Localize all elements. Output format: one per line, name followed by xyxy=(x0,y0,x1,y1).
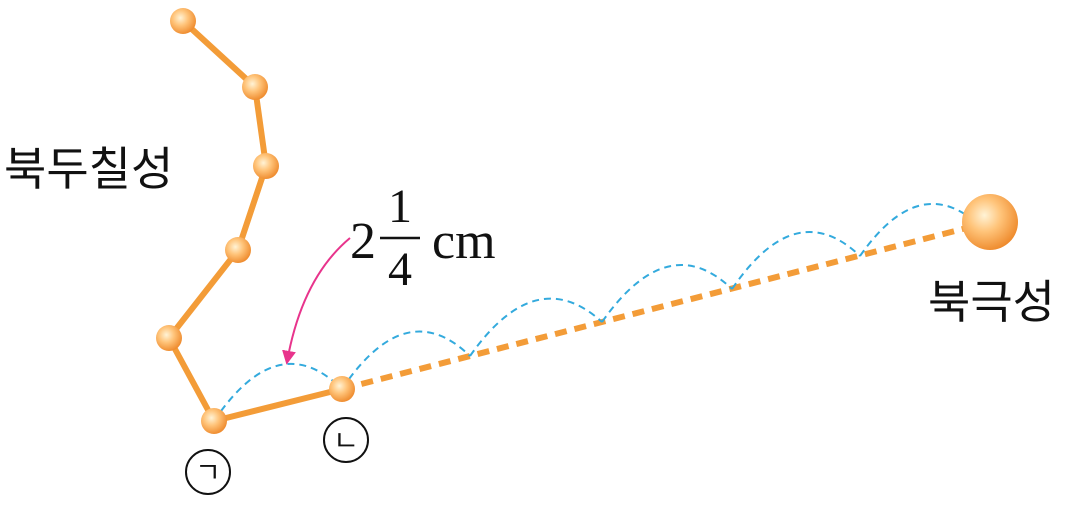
point-b-marker: ㄴ xyxy=(323,417,369,463)
measure-pointer-arrow xyxy=(282,237,351,365)
point-a-marker: ㄱ xyxy=(185,449,231,495)
star xyxy=(253,153,279,179)
measure-arcs xyxy=(213,202,981,422)
extension-dashed-line xyxy=(341,219,991,392)
star xyxy=(170,8,196,34)
polaris-label: 북극성 xyxy=(928,275,1055,329)
measure-arc-4 xyxy=(601,264,733,323)
measure-arc-3 xyxy=(469,297,603,357)
star-a xyxy=(201,408,227,434)
measure-denominator: 4 xyxy=(388,243,412,296)
polaris-star xyxy=(962,194,1018,250)
star xyxy=(225,237,251,263)
measure-arc-2 xyxy=(341,330,471,390)
measure-arc-5 xyxy=(731,231,861,290)
big-dipper-label: 북두칠성 xyxy=(4,142,173,196)
big-dipper-stars xyxy=(156,8,355,434)
star-b xyxy=(329,376,355,402)
measure-arc-1 xyxy=(213,363,343,422)
measure-whole: 2 xyxy=(350,213,376,270)
measure-numerator: 1 xyxy=(388,180,412,233)
measure-label: 2 1 4 cm xyxy=(350,180,496,296)
point-b-label: ㄴ xyxy=(333,424,359,457)
point-a-circle xyxy=(185,449,231,495)
point-a-label: ㄱ xyxy=(195,456,221,489)
measure-unit: cm xyxy=(432,213,496,270)
point-b-circle xyxy=(323,417,369,463)
star xyxy=(156,325,182,351)
star xyxy=(242,74,268,100)
